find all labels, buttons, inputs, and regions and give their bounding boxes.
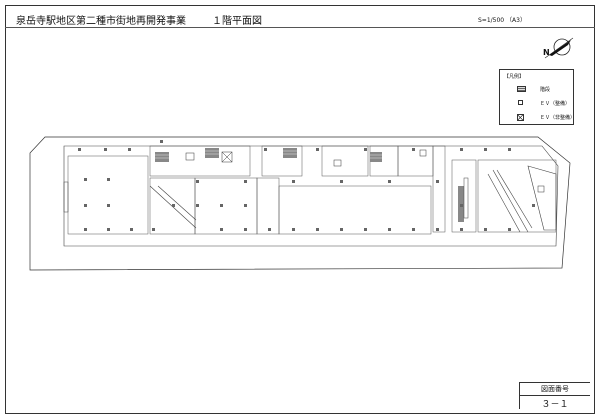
- north-arrow-icon: N: [543, 37, 574, 59]
- north-letter: N: [543, 48, 550, 57]
- legend-row-ev-crossed: ＥＶ（非整備）: [517, 114, 576, 122]
- elevator-icon-group: [185, 149, 545, 193]
- drawing-number-label: 図面番号: [520, 384, 590, 396]
- legend-title: 【凡例】: [504, 74, 525, 80]
- scale-label: S=1/500 （A3）: [478, 17, 526, 24]
- elevator-crossed-icon: [517, 114, 524, 121]
- legend-row-stair: 階段: [517, 86, 573, 94]
- legend-label: ＥＶ（整備）: [540, 101, 571, 107]
- site-boundary: [29, 136, 571, 271]
- stair-icon: [517, 86, 526, 92]
- drawing-number-value: ３－１: [541, 400, 569, 410]
- drawing-number-box: 図面番号 ３－１: [519, 382, 590, 410]
- structural-columns: [78, 140, 535, 231]
- stair-icon-group: [155, 148, 464, 222]
- legend-label: 階段: [540, 87, 551, 93]
- legend-box: 【凡例】 階段 ＥＶ（整備） ＥＶ（非整備）: [499, 69, 576, 125]
- room-walls: [67, 145, 557, 235]
- drawing-sheet-border: [5, 5, 595, 414]
- header-divider: [5, 27, 595, 28]
- sheet-name: １階平面図: [212, 16, 262, 27]
- elevator-icon: [518, 100, 523, 105]
- project-title: 泉岳寺駅地区第二種市街地再開発事業: [16, 16, 186, 27]
- stair-treads: [155, 150, 382, 159]
- entrance-strip: [63, 181, 69, 213]
- building-outline: [63, 145, 559, 247]
- legend-row-ev: ＥＶ（整備）: [517, 100, 573, 108]
- east-strip: [463, 177, 469, 219]
- legend-label: ＥＶ（非整備）: [540, 115, 576, 121]
